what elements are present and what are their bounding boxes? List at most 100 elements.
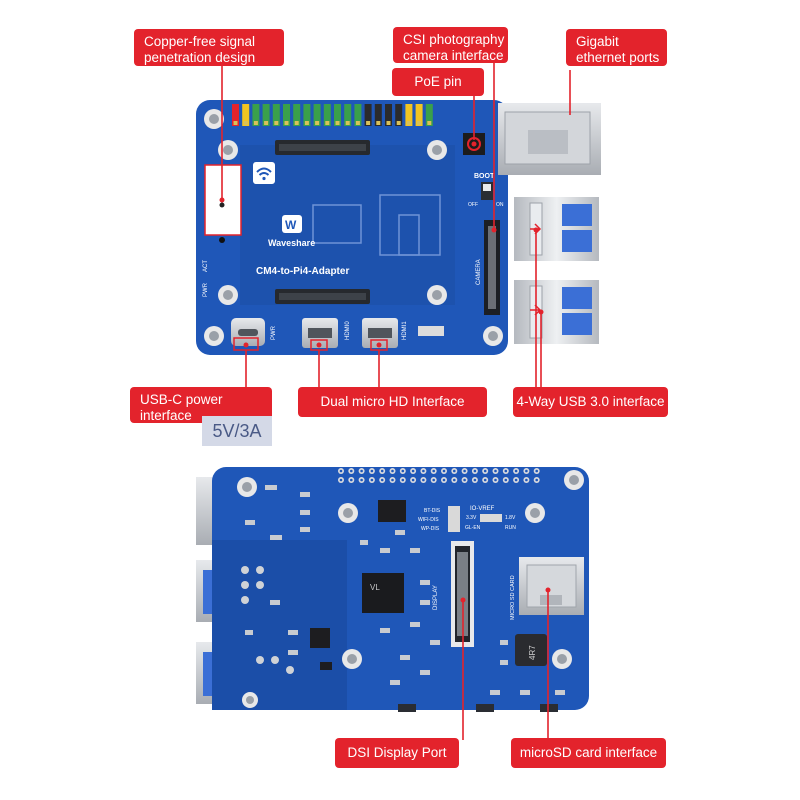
gpio-pin-tip xyxy=(427,121,432,125)
gpio-pin-hole xyxy=(411,469,415,473)
gpio-pin-hole xyxy=(535,478,538,482)
mounting-hole xyxy=(204,109,224,129)
inductor xyxy=(515,634,547,666)
chip-label: VL xyxy=(370,583,380,592)
bottom-board: VL BT-DIS WIFI-DIS WP-DIS IO-VREF 3.3V 1… xyxy=(196,467,589,712)
callout-copper-free-line1: Copper-free signal xyxy=(144,34,256,49)
gpio-pin-hole xyxy=(422,469,425,473)
gpio-pin-hole xyxy=(339,469,343,473)
gpio-pin-tip xyxy=(274,121,279,125)
mounting-hole xyxy=(525,503,545,523)
smd-component xyxy=(245,520,255,525)
usb3-port-upper xyxy=(514,197,599,261)
poe-pins xyxy=(463,133,485,155)
smd-component xyxy=(380,548,390,553)
smd-component xyxy=(380,628,390,633)
callout-poe: PoE pin xyxy=(392,68,484,96)
gpio-pin-hole xyxy=(350,478,353,482)
gpio-pin xyxy=(395,104,403,126)
silkscreen-outline xyxy=(398,214,420,256)
gpio-pin xyxy=(425,104,433,126)
mounting-hole xyxy=(342,649,362,669)
gpio-pin xyxy=(232,104,239,126)
smd-component xyxy=(520,690,530,695)
gpio-pin-hole xyxy=(339,478,343,482)
gpio-pin-tip xyxy=(345,121,350,125)
gpio-pin xyxy=(415,104,423,126)
gpio-pins-back xyxy=(338,468,540,483)
gpio-pin-hole xyxy=(525,469,528,473)
gpio-pin-tip xyxy=(284,121,289,125)
gpio-pin-hole xyxy=(350,469,353,473)
gpio-pin xyxy=(354,104,362,126)
gpio-pin-hole xyxy=(370,469,374,473)
inductor-label: 4R7 xyxy=(528,645,537,660)
ic-chip xyxy=(378,500,406,522)
callout-dsi: DSI Display Port xyxy=(335,738,459,768)
mounting-hole xyxy=(552,649,572,669)
act-led-label: ACT xyxy=(203,260,209,272)
gpio-pin-hole xyxy=(401,469,405,473)
gpio-header xyxy=(232,104,433,126)
top-board: W Waveshare CM4-to-Pi4-Adapter ACT PWR B… xyxy=(196,100,601,355)
callout-usbc-line1: USB-C power xyxy=(140,392,223,407)
smd-component xyxy=(490,690,500,695)
test-pad xyxy=(256,656,264,664)
leader-dots xyxy=(219,197,551,603)
gpio-pin-hole xyxy=(535,469,538,473)
gpio-pin-tip xyxy=(304,121,309,125)
gpio-pin xyxy=(303,104,311,126)
gpio-pin-tip xyxy=(355,121,360,125)
gpio-pin-hole xyxy=(473,469,477,473)
gpio-pin-hole xyxy=(432,478,436,482)
dsi-connector xyxy=(451,541,474,647)
gpio-pin xyxy=(385,104,392,126)
mounting-hole xyxy=(237,477,257,497)
smd-component xyxy=(400,655,410,660)
run-label: RUN xyxy=(505,525,516,531)
smd-component xyxy=(288,630,298,635)
gpio-pin-hole xyxy=(514,478,518,482)
usb-lower-label: USB xyxy=(556,268,571,275)
gpio-pin-hole xyxy=(422,478,425,482)
mounting-hole xyxy=(218,140,238,160)
gpio-pin-tip xyxy=(417,121,422,125)
gpio-pin-hole xyxy=(473,478,477,482)
usb-upper-label: USB xyxy=(556,183,571,190)
gpio-pin-hole xyxy=(432,469,436,473)
smd-component xyxy=(265,485,277,490)
gpio-pin xyxy=(272,104,280,126)
pwr-led-label: PWR xyxy=(203,282,209,297)
mounting-hole xyxy=(427,140,447,160)
callout-csi-line2: camera interface xyxy=(403,48,504,63)
gpio-pin-hole xyxy=(360,478,363,482)
boot-off-label: OFF xyxy=(468,202,478,208)
test-pad xyxy=(286,666,294,674)
gpio-pin-hole xyxy=(453,478,456,482)
brand-label: Waveshare xyxy=(268,238,315,248)
camera-label: CAMERA xyxy=(476,259,482,285)
gpio-pin xyxy=(374,104,382,126)
gpio-pin-tip xyxy=(243,121,248,125)
gpio-pin-hole xyxy=(411,478,415,482)
wifi-dis-label: WIFI-DIS xyxy=(418,517,439,523)
gpio-pin xyxy=(344,104,352,126)
smd-component xyxy=(360,540,368,545)
gpio-pin-hole xyxy=(442,469,446,473)
callout-gigabit-line2: ethernet ports xyxy=(576,50,660,65)
gpio-pin-tip xyxy=(233,121,238,125)
smd-component xyxy=(420,670,430,675)
gpio-pin-hole xyxy=(514,469,518,473)
gpio-pin xyxy=(334,104,341,126)
smd-component xyxy=(395,530,405,535)
passive-components xyxy=(241,485,565,695)
gpio-pin-hole xyxy=(463,469,466,473)
mounting-hole xyxy=(564,470,584,490)
gpio-pin xyxy=(262,104,270,126)
gpio-pin-hole xyxy=(370,478,374,482)
gpio-pin-hole xyxy=(380,478,384,482)
gpio-pin xyxy=(242,104,250,126)
smd-component xyxy=(430,640,440,645)
bottom-pcb-shade xyxy=(212,540,347,710)
